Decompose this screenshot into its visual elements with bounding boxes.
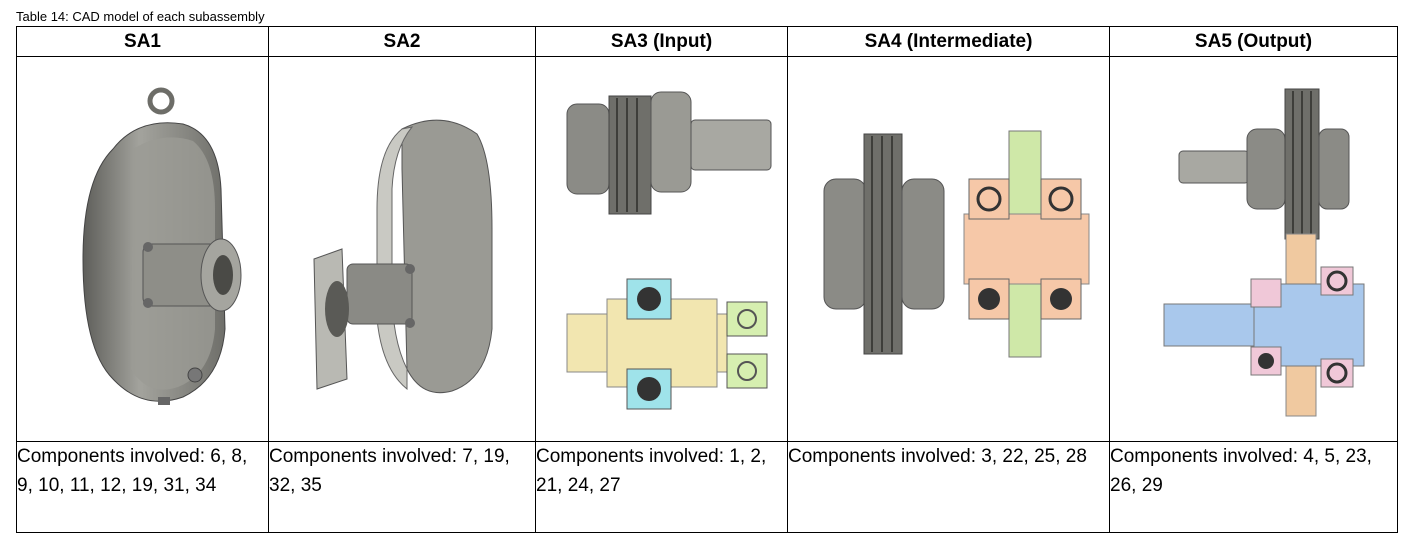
sa1-image-cell xyxy=(16,56,269,442)
table-caption: Table 14: CAD model of each subassembly xyxy=(16,9,265,24)
components-row: Components involved: 6, 8, 9, 10, 11, 12… xyxy=(16,441,1398,533)
header-sa3: SA3 (Input) xyxy=(535,26,788,57)
sa3-shaft-render xyxy=(566,91,771,410)
sa5-components: Components involved: 4, 5, 23, 26, 29 xyxy=(1109,441,1398,533)
sa4-shaft-render xyxy=(823,130,1089,358)
sa2-components: Components involved: 7, 19, 32, 35 xyxy=(268,441,536,533)
sa4-components: Components involved: 3, 22, 25, 28 xyxy=(787,441,1110,533)
subassembly-table: SA1 SA2 SA3 (Input) SA4 (Intermediate) S… xyxy=(16,26,1398,533)
header-sa2: SA2 xyxy=(268,26,536,57)
header-sa1: SA1 xyxy=(16,26,269,57)
image-row xyxy=(16,56,1398,442)
sa4-image-cell xyxy=(787,56,1110,442)
sa5-shaft-render xyxy=(1163,88,1364,417)
sa3-image-cell xyxy=(535,56,788,442)
sa3-components: Components involved: 1, 2, 21, 24, 27 xyxy=(535,441,788,533)
header-sa5: SA5 (Output) xyxy=(1109,26,1398,57)
sa2-image-cell xyxy=(268,56,536,442)
header-row: SA1 SA2 SA3 (Input) SA4 (Intermediate) S… xyxy=(16,26,1398,57)
sa1-components: Components involved: 6, 8, 9, 10, 11, 12… xyxy=(16,441,269,533)
sa5-image-cell xyxy=(1109,56,1398,442)
sa2-housing-render xyxy=(313,119,493,394)
header-sa4: SA4 (Intermediate) xyxy=(787,26,1110,57)
sa1-housing-render xyxy=(81,87,241,405)
